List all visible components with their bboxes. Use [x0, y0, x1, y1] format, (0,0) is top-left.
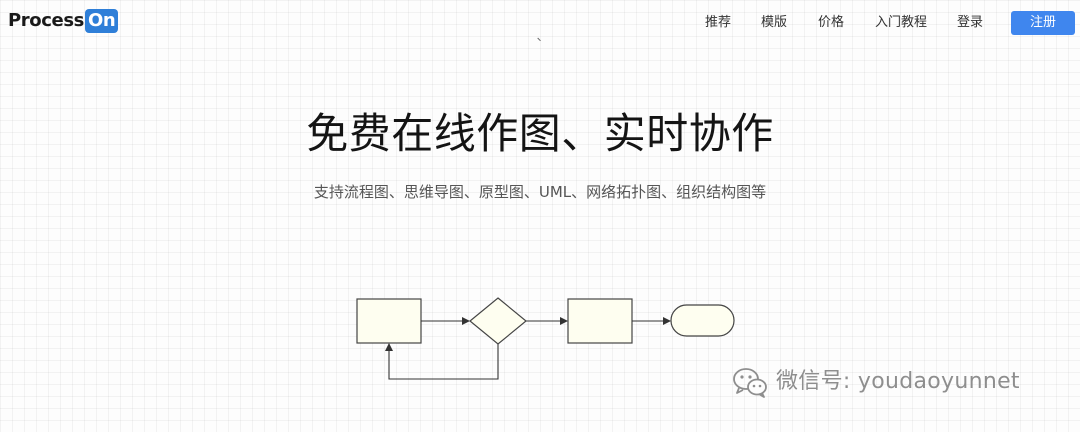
- register-button[interactable]: 注册: [1011, 11, 1075, 35]
- nav-item-recommend[interactable]: 推荐: [705, 15, 732, 30]
- hero-subtitle: 支持流程图、思维导图、原型图、UML、网络拓扑图、组织结构图等: [313, 183, 767, 201]
- top-nav: 推荐 模版 价格 入门教程 登录 注册: [0, 0, 1080, 46]
- flow-process-box-1: [356, 298, 422, 344]
- flow-loop-back-arrow: [385, 343, 499, 380]
- watermark-text: 微信号: youdaoyunnet: [776, 369, 1020, 394]
- nav-item-tutorial[interactable]: 入门教程: [875, 15, 928, 30]
- processon-logo[interactable]: Process On: [8, 9, 119, 33]
- hero-title: 免费在线作图、实时协作: [306, 109, 774, 158]
- logo-text-process: Process: [8, 10, 84, 31]
- flow-decision-diamond: [469, 297, 527, 345]
- nav-item-login[interactable]: 登录: [957, 15, 984, 30]
- wechat-watermark: 微信号: youdaoyunnet: [730, 362, 1020, 402]
- nav-item-pricing[interactable]: 价格: [818, 15, 845, 30]
- wechat-icon: [733, 368, 767, 398]
- flow-terminator: [670, 304, 735, 337]
- logo-text-on: On: [84, 9, 119, 33]
- flow-process-box-2: [567, 298, 633, 344]
- nav-item-templates[interactable]: 模版: [761, 15, 788, 30]
